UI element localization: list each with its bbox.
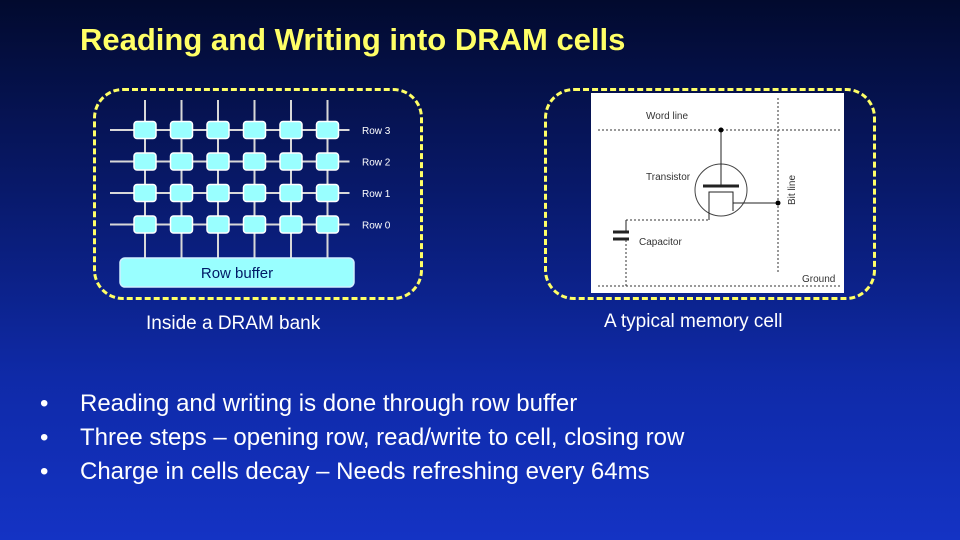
memory-cell	[242, 183, 267, 203]
row-label: Row 2	[362, 158, 391, 169]
memory-cell	[242, 120, 267, 140]
bit-line-junction	[775, 200, 781, 206]
row-label: Row 1	[362, 189, 391, 200]
transistor-channel	[708, 191, 734, 211]
memory-cell	[242, 152, 267, 171]
dram-bank-frame	[93, 88, 423, 300]
memory-cell	[279, 215, 303, 234]
bullet-item: • Charge in cells decay – Needs refreshin…	[40, 455, 684, 489]
memory-cell-caption: A typical memory cell	[604, 311, 783, 332]
word-line-junction	[718, 127, 724, 133]
transistor-label: Transistor	[646, 172, 691, 183]
bullet-marker: •	[40, 458, 49, 485]
memory-cell	[279, 120, 303, 140]
row-label: Row 3	[362, 126, 391, 137]
row-label: Row 0	[362, 221, 391, 232]
bullet-list: • Reading and writing is done through row…	[40, 387, 684, 489]
cell-schematic-background	[591, 93, 844, 293]
bullet-item: • Reading and writing is done through row…	[40, 387, 684, 421]
bullet-marker: •	[40, 424, 49, 451]
dram-bank-diagram: Row 3 Row 2 Row 1 Row 0 Row buffer	[110, 100, 391, 288]
capacitor-label: Capacitor	[639, 237, 682, 248]
memory-cell	[206, 215, 230, 234]
memory-cell	[206, 152, 230, 171]
ground-label: Ground	[802, 274, 835, 285]
memory-cell	[315, 120, 340, 140]
bit-line-label: Bit line	[787, 175, 798, 205]
memory-cell	[206, 120, 230, 140]
memory-cell	[206, 183, 230, 203]
memory-cell-frame	[544, 88, 876, 300]
memory-cell	[169, 152, 194, 171]
memory-cell	[169, 215, 194, 234]
bullet-text: Three steps – opening row, read/write to…	[80, 424, 685, 451]
slide-title: Reading and Writing into DRAM cells	[80, 22, 626, 57]
memory-cell	[133, 215, 157, 234]
memory-cell	[242, 215, 267, 234]
memory-cell	[279, 183, 303, 203]
bullet-marker: •	[40, 390, 49, 417]
memory-cell	[133, 152, 157, 171]
dram-bank-caption: Inside a DRAM bank	[146, 313, 321, 334]
bullet-item: • Three steps – opening row, read/write t…	[40, 421, 684, 455]
memory-cell	[133, 120, 157, 140]
memory-cell	[279, 152, 303, 171]
memory-cell	[169, 183, 194, 203]
memory-cell	[315, 152, 340, 171]
memory-cell	[315, 215, 340, 234]
bullet-text: Charge in cells decay – Needs refreshing…	[80, 458, 650, 485]
memory-cell-diagram: Word line Bit line Transistor Capacitor …	[591, 93, 844, 293]
row-buffer	[119, 257, 355, 288]
bullet-text: Reading and writing is done through row …	[80, 390, 578, 417]
memory-cell	[315, 183, 340, 203]
row-buffer-label: Row buffer	[201, 265, 273, 282]
memory-cell	[169, 120, 194, 140]
word-line-label: Word line	[646, 111, 688, 122]
memory-cell	[133, 183, 157, 203]
